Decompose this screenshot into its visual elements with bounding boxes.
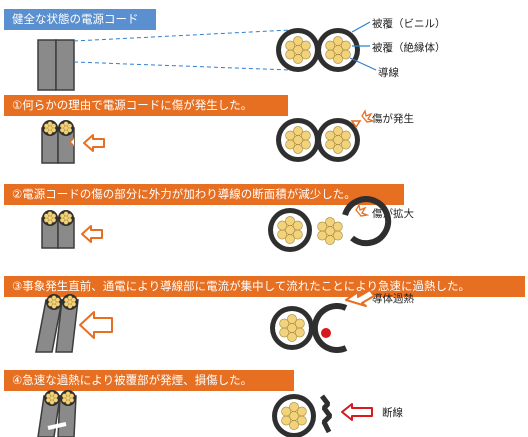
disconnection-label: 断線: [382, 407, 403, 419]
vinyl-sheath-label: 被覆（ビニル）: [372, 18, 446, 30]
healthy-cable-side-view: [37, 39, 75, 91]
step-2-cross-section: [268, 196, 392, 252]
conductor-label: 導線: [378, 67, 399, 79]
step-3-arrow: [79, 311, 113, 339]
step-4-banner: ④急速な過熱により被覆部が発煙、損傷した。: [4, 370, 294, 391]
step-1-cross-section: [276, 118, 362, 162]
step-2-cable-side-view: [41, 210, 75, 249]
step-3-cable-side-view: [35, 294, 79, 353]
step-3-cross-section: [270, 303, 348, 353]
damage-burst-icon: [361, 109, 376, 123]
step-3-banner: ③事象発生直前、通電により導線部に電流が集中して流れたことにより急速に過熱した。: [4, 276, 525, 297]
disconnection-arrow: [341, 403, 373, 421]
callout-leader-lines: [349, 21, 377, 71]
damage-occurred-label: 傷が発生: [372, 113, 414, 125]
hot-spot-dot: [321, 328, 331, 338]
step-1-cable-side-view: [41, 120, 75, 164]
step-1-arrow: [83, 134, 105, 152]
conductor-overheat-label: 導体過熱: [372, 293, 414, 305]
step-3-large-arrow: [345, 289, 375, 307]
insulation-label: 被覆（絶縁体）: [372, 42, 446, 54]
damage-expanded-burst-icon: [355, 203, 370, 217]
step-1-banner: ①何らかの理由で電源コードに傷が発生した。: [4, 95, 288, 116]
step-2-arrow: [81, 225, 103, 243]
projection-lines: [73, 29, 291, 71]
header-banner: 健全な状態の電源コード: [4, 9, 156, 30]
step-4-cross-section: [272, 394, 332, 437]
healthy-cable-cross-section: [276, 28, 360, 72]
step-2-banner: ②電源コードの傷の部分に外力が加わり導線の断面積が減少した。: [4, 184, 404, 205]
step-4-cable-side-view: [37, 390, 77, 437]
